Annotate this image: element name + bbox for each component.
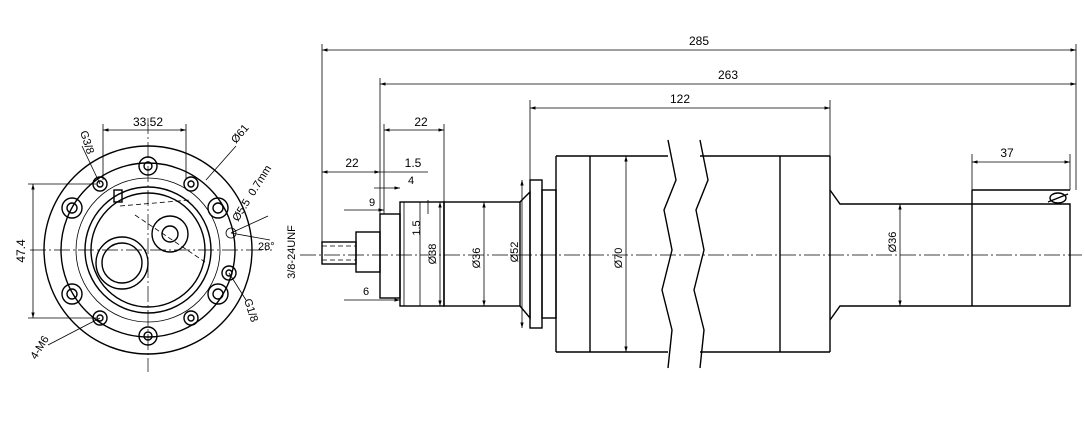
- dim-4-label: 4: [408, 175, 414, 187]
- mount-holes: [61, 156, 237, 346]
- dim-22-upper-label: 22: [414, 115, 428, 129]
- break-line-left: [661, 139, 677, 369]
- flange-inner-circle: [60, 162, 236, 338]
- nose: [379, 213, 401, 299]
- rear-body-36: [829, 189, 1071, 321]
- port-circle-large: [95, 236, 149, 290]
- side-view: 285 263 122 22 22 1.5 4 9 1.5 6: [286, 34, 1082, 369]
- dim-61-label: Ø61: [229, 122, 252, 146]
- port-bottom-label: G1/8: [241, 297, 260, 323]
- dia-52-label: Ø52: [509, 242, 521, 263]
- key-slot: [113, 189, 123, 203]
- mount-holes-label: 4-M6: [28, 334, 51, 362]
- dim-33-52-label: 33.52: [133, 115, 163, 129]
- dim-47-4-label: 47.4: [14, 239, 28, 263]
- port-circle-small-inner: [161, 225, 179, 243]
- port-circle-small: [151, 215, 189, 253]
- flange-52: [529, 179, 543, 329]
- dia-36-rear-label: Ø36: [887, 232, 899, 253]
- port-top-label: G3/8: [77, 129, 96, 155]
- bolt-circle: [75, 177, 221, 323]
- break-line-right: [693, 139, 709, 369]
- dim-263-label: 263: [718, 68, 738, 82]
- dim-37-label: 37: [1000, 146, 1014, 160]
- front-view: 33.52 47.4 G3/8 Ø61 Ø5.5 0.7mm 28° G1/8 …: [14, 115, 275, 372]
- dim-9-label: 9: [369, 197, 375, 209]
- hole-spec-label: Ø5.5: [230, 197, 253, 224]
- front-section-36: [443, 201, 521, 307]
- body-circle: [84, 186, 212, 314]
- shaft: [321, 241, 357, 265]
- svg-text:Ø5.5 0.7mm: Ø5.5 0.7mm: [230, 163, 274, 223]
- relief-hole: [225, 227, 237, 239]
- hole-depth-label: 0.7mm: [246, 163, 274, 198]
- body-inner-circle: [90, 192, 206, 308]
- dim-122-label: 122: [670, 92, 690, 106]
- dia-38-label: Ø38: [427, 244, 439, 265]
- angle-label: 28°: [258, 241, 275, 253]
- port-circle-large-inner: [101, 242, 143, 284]
- thread-spec-label: 3/8-24UNF: [286, 225, 298, 279]
- dia-36-front-label: Ø36: [471, 248, 483, 269]
- dim-6-label: 6: [363, 286, 369, 298]
- shaft-collar: [355, 231, 381, 273]
- dia-70-label: Ø70: [613, 248, 625, 269]
- dim-1-5-vertical-label: 1.5: [411, 220, 423, 235]
- dim-1-5-label: 1.5: [405, 156, 422, 170]
- rear-screw-icon: [1049, 192, 1067, 204]
- dim-285-label: 285: [689, 34, 709, 48]
- dim-22-lower-label: 22: [345, 156, 359, 170]
- outer-flange-circle: [43, 145, 253, 355]
